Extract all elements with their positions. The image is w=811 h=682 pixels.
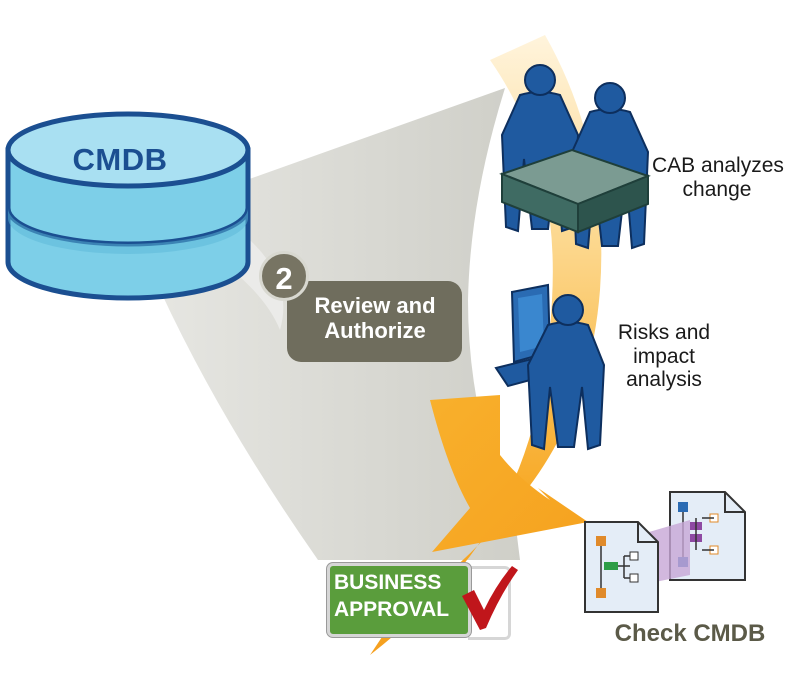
step-box <box>287 281 462 362</box>
risks-label-line3: analysis <box>626 368 702 392</box>
cab-label-line1: CAB analyzes <box>652 154 784 177</box>
flow-arrow <box>430 395 588 552</box>
cab-label-line2: change <box>682 177 752 201</box>
approval-check-panel <box>468 566 511 640</box>
cab-meeting-icon <box>499 64 651 250</box>
approval-line1: BUSINESS <box>334 571 442 594</box>
risks-label-line1: Risks and <box>617 321 711 344</box>
step-number-badge: 2 <box>259 251 309 301</box>
step-title: Review and Authorize <box>300 293 450 344</box>
approval-line2: APPROVAL <box>334 598 450 621</box>
step-title-line2: Authorize <box>324 318 426 344</box>
analyst-computer-icon <box>494 283 606 451</box>
risks-analysis-label: Risks and impact analysis <box>594 321 734 392</box>
risks-label-line2: impact <box>633 344 695 368</box>
check-cmdb-label: Check CMDB <box>614 620 766 647</box>
cmdb-database-icon <box>5 111 251 301</box>
cab-analyzes-label: CAB analyzes change <box>652 154 784 201</box>
cmdb-documents-icon <box>584 491 746 613</box>
step-title-line1: Review and <box>314 293 436 318</box>
cmdb-database-label: CMDB <box>72 142 168 177</box>
